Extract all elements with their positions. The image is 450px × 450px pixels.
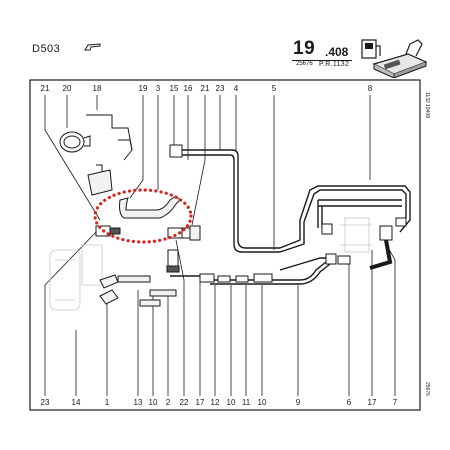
callout-bottom: 22 (180, 398, 189, 407)
fuel-pipes (170, 149, 411, 285)
section-subnumber: .408 (325, 45, 349, 59)
callout-top: 5 (272, 84, 277, 93)
callout-top: 4 (234, 84, 239, 93)
callout-top: 16 (184, 84, 193, 93)
callout-bottom: 17 (196, 398, 205, 407)
callouts-bottom: 23 14 1 13 10 2 22 17 12 10 11 10 9 6 17… (41, 398, 398, 407)
callout-bottom: 10 (149, 398, 158, 407)
callout-bottom: 11 (242, 398, 251, 407)
callout-bottom: 7 (393, 398, 398, 407)
callout-bottom: 1 (105, 398, 110, 407)
callout-top: 21 (201, 84, 210, 93)
callout-top: 3 (156, 84, 161, 93)
callout-bottom: 12 (211, 398, 220, 407)
callout-top: 23 (216, 84, 225, 93)
side-label-bottom: 25676 (424, 382, 430, 396)
callouts-top: 21 20 18 19 3 15 16 21 23 4 5 8 (41, 84, 373, 93)
reference-number: 25676 (296, 61, 313, 67)
hoses (99, 195, 181, 307)
callout-top: 20 (63, 84, 72, 93)
callout-top: 18 (93, 84, 102, 93)
callout-bottom: 14 (72, 398, 81, 407)
callout-bottom: 23 (41, 398, 50, 407)
leader-lines-top (44, 95, 371, 250)
callout-bottom: 2 (166, 398, 171, 407)
callout-top: 15 (170, 84, 179, 93)
fittings (95, 144, 407, 283)
header-underline (292, 60, 352, 61)
bracket-assembly (59, 114, 133, 196)
callout-bottom: 9 (296, 398, 301, 407)
callout-bottom: 10 (258, 398, 267, 407)
diagram-code: D503 (32, 43, 61, 55)
diagram-frame (29, 79, 421, 411)
leader-lines-bottom (44, 229, 396, 396)
callout-bottom: 13 (134, 398, 143, 407)
callout-top: 8 (368, 84, 373, 93)
callout-bottom: 10 (227, 398, 236, 407)
highlight-ellipse (93, 188, 193, 244)
pointing-hand-icon (84, 43, 101, 51)
background-parts (49, 217, 372, 311)
callout-bottom: 6 (347, 398, 352, 407)
section-number: 19 (293, 38, 316, 59)
callout-top: 19 (139, 84, 148, 93)
callout-top: 21 (41, 84, 50, 93)
callout-bottom: 17 (368, 398, 377, 407)
fuel-pump-and-tank-icon (361, 39, 428, 78)
reference-code: P.R.1132 (319, 61, 350, 68)
side-label-top: 1132 19408 (424, 92, 430, 119)
